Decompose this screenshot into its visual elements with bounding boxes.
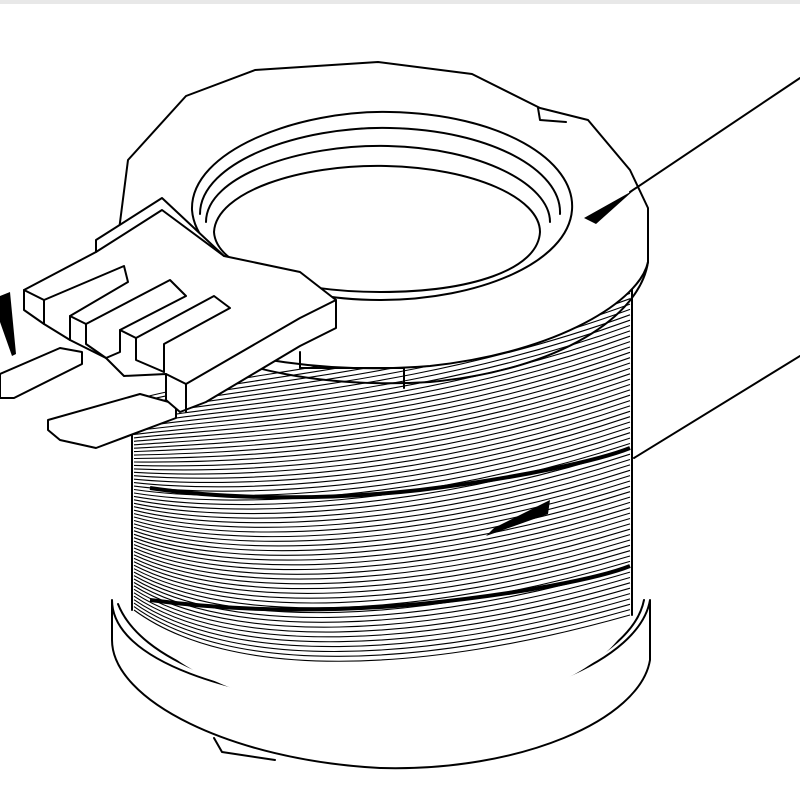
winding-line — [133, 394, 631, 471]
winding-line — [133, 593, 631, 643]
arrow-icon — [486, 500, 550, 536]
leader-lower-right — [633, 355, 800, 459]
winding-line — [133, 400, 631, 475]
winding-line — [133, 362, 631, 449]
winding-line — [133, 576, 631, 628]
winding-line — [133, 416, 631, 488]
winding-line — [133, 582, 631, 633]
winding-line — [133, 534, 631, 590]
winding-line — [133, 335, 631, 432]
winding-line — [133, 324, 631, 425]
winding-line — [133, 373, 631, 456]
winding-line — [133, 319, 631, 422]
winding-line — [133, 357, 631, 446]
winding-line — [133, 448, 631, 515]
winding-line — [133, 383, 631, 463]
winding-line — [133, 330, 631, 429]
winding-line — [133, 453, 631, 519]
winding-line — [133, 389, 631, 467]
winding-line — [133, 602, 631, 653]
winding-line — [133, 539, 631, 594]
winding-line — [133, 507, 631, 566]
winding-line — [133, 560, 631, 614]
winding-line — [133, 346, 631, 439]
top-edge-strip — [0, 0, 800, 4]
coil-winding — [131, 287, 633, 717]
winding-line — [133, 410, 631, 484]
winding-line — [133, 496, 631, 556]
winding-line — [133, 587, 631, 638]
winding-line — [133, 550, 631, 604]
winding-line — [133, 405, 631, 479]
winding-line — [133, 458, 631, 524]
arrow-icon — [584, 190, 634, 224]
winding-line — [133, 437, 631, 506]
winding-line — [133, 491, 631, 552]
callout-leaders — [0, 77, 800, 536]
winding-line — [133, 475, 631, 538]
winding-line — [133, 544, 631, 599]
winding-lines — [133, 287, 631, 662]
winding-line — [133, 378, 631, 460]
winding-line — [133, 501, 631, 561]
winding-line — [133, 426, 631, 497]
winding-line — [133, 517, 631, 575]
winding-line — [133, 341, 631, 435]
winding-line — [133, 598, 631, 648]
winding-line — [133, 464, 631, 528]
winding-line — [133, 606, 631, 657]
terminal-connector — [0, 197, 337, 449]
winding-line — [133, 469, 631, 533]
winding-line — [133, 528, 631, 585]
winding-line — [133, 566, 631, 618]
winding-line — [133, 367, 631, 453]
arrow-icon — [0, 292, 16, 356]
winding-line — [133, 523, 631, 580]
winding-line — [133, 512, 631, 571]
winding-line — [133, 609, 631, 662]
winding-line — [133, 351, 631, 442]
leader-upper-right — [629, 77, 800, 193]
